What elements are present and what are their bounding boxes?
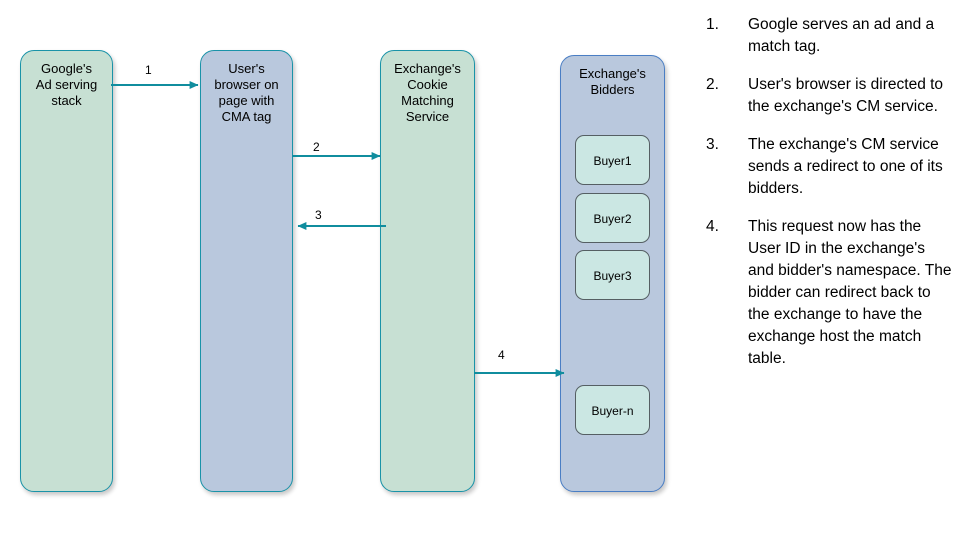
step-text-1: Google serves an ad and a match tag.: [748, 16, 935, 55]
step-number-2: 2.: [706, 76, 719, 93]
node-user-browser[interactable]: User's browser on page with CMA tag: [200, 50, 293, 492]
buyer-label-3: Buyer3: [593, 269, 632, 283]
step-text-4: This request now has the User ID in the …: [748, 218, 952, 367]
buyer-box-n[interactable]: Buyer-n: [575, 385, 650, 435]
step-text-2: User's browser is directed to the exchan…: [748, 76, 944, 115]
node-browser-label: User's browser on page with CMA tag: [214, 61, 279, 124]
arrow-4-icon: [474, 369, 565, 377]
node-google-label: Google's Ad serving stack: [35, 61, 98, 108]
arrow-2-icon: [292, 152, 381, 160]
arrow-4-label: 4: [498, 348, 505, 362]
buyer-label-1: Buyer1: [593, 154, 632, 168]
step-item-2: 2. User's browser is directed to the exc…: [706, 74, 952, 118]
step-item-4: 4. This request now has the User ID in t…: [706, 216, 952, 370]
buyer-box-1[interactable]: Buyer1: [575, 135, 650, 185]
step-text-3: The exchange's CM service sends a redire…: [748, 136, 943, 197]
node-exchange-cookie-matching-service[interactable]: Exchange's Cookie Matching Service: [380, 50, 475, 492]
step-number-3: 3.: [706, 136, 719, 153]
arrow-1-label: 1: [145, 63, 152, 77]
buyer-label-2: Buyer2: [593, 212, 632, 226]
buyer-box-2[interactable]: Buyer2: [575, 193, 650, 243]
node-google-ad-serving-stack[interactable]: Google's Ad serving stack: [20, 50, 113, 492]
arrow-3-icon: [297, 222, 386, 230]
step-item-1: 1. Google serves an ad and a match tag.: [706, 14, 952, 58]
steps-list: 1. Google serves an ad and a match tag. …: [706, 14, 952, 386]
step-item-3: 3. The exchange's CM service sends a red…: [706, 134, 952, 200]
step-number-1: 1.: [706, 16, 719, 33]
node-cms-label: Exchange's Cookie Matching Service: [394, 61, 461, 124]
buyer-box-3[interactable]: Buyer3: [575, 250, 650, 300]
arrow-3-label: 3: [315, 208, 322, 222]
buyer-label-n: Buyer-n: [591, 404, 634, 418]
arrow-2-label: 2: [313, 140, 320, 154]
arrow-1-icon: [111, 81, 199, 89]
node-bidders-label: Exchange's Bidders: [579, 66, 646, 97]
step-number-4: 4.: [706, 218, 719, 235]
